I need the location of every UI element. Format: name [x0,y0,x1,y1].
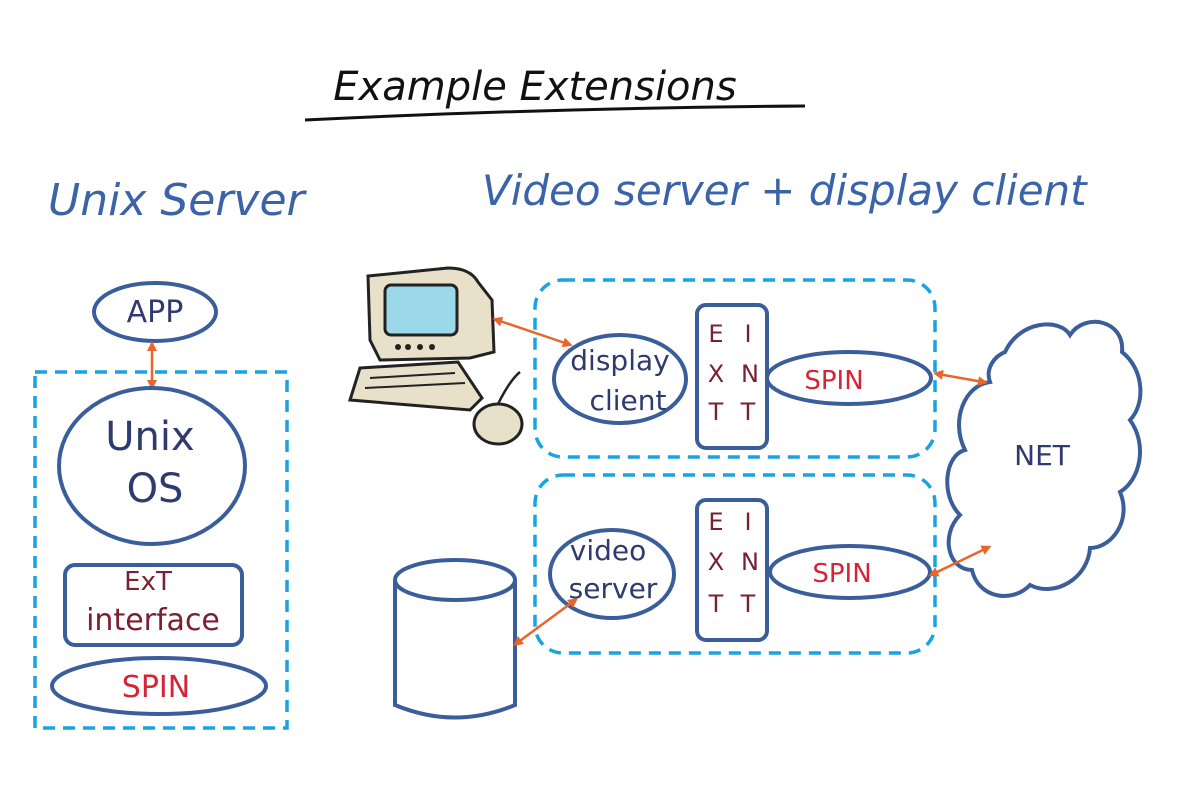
video-server-ellipse [548,528,676,620]
spin-label-bottom: SPIN [812,559,871,589]
int-letter-i-top: I [744,320,751,348]
spin-label-left: SPIN [122,670,190,705]
unix-os-label-line1: Unix [105,414,194,460]
title-underline [304,104,806,122]
ext-letter-e-top: E [708,320,723,348]
int-letter-t-bottom: T [740,590,756,618]
unix-os-label-line2: OS [127,466,184,512]
display-client-ellipse [552,333,688,425]
spin-ellipse-top [765,350,933,406]
video-server-heading: Video server + display client [482,166,1088,215]
spin-net-arrow-bottom [928,545,992,577]
video-server-label-line1: video [570,534,646,567]
ext-letter-x-top: X [708,360,724,388]
ext-interface-label-line2: interface [86,603,220,638]
video-server-label-line2: server [569,572,658,605]
display-client-box [533,278,937,459]
computer-icon [348,266,524,446]
ext-int-column-bottom [695,498,769,642]
ext-letter-x-bottom: X [708,548,724,576]
spin-net-arrow-top [933,369,988,387]
computer-display-arrow [492,316,573,348]
int-letter-t-top: T [740,398,756,426]
ext-interface-label-line1: ExT [124,567,172,597]
display-client-label-line1: display [570,344,669,377]
ext-letter-t-top: T [708,398,724,426]
net-cloud [945,319,1143,598]
unix-os-ellipse [57,386,247,546]
net-label: NET [1014,439,1071,472]
ext-interface-box [63,563,244,647]
unix-server-box [33,370,289,730]
ext-letter-t-bottom: T [708,590,724,618]
unix-server-heading: Unix Server [48,175,308,226]
app-label: APP [127,295,184,330]
disk-storage-icon [393,558,517,720]
disk-video-arrow [512,598,579,646]
slide-title: Example Extensions [333,64,736,110]
spin-label-top: SPIN [804,366,863,396]
int-letter-n-top: N [741,360,759,388]
display-client-label-line2: client [590,384,667,417]
ext-letter-e-bottom: E [708,508,723,536]
int-letter-n-bottom: N [741,548,759,576]
spin-ellipse-left [50,656,268,716]
int-letter-i-bottom: I [744,508,751,536]
